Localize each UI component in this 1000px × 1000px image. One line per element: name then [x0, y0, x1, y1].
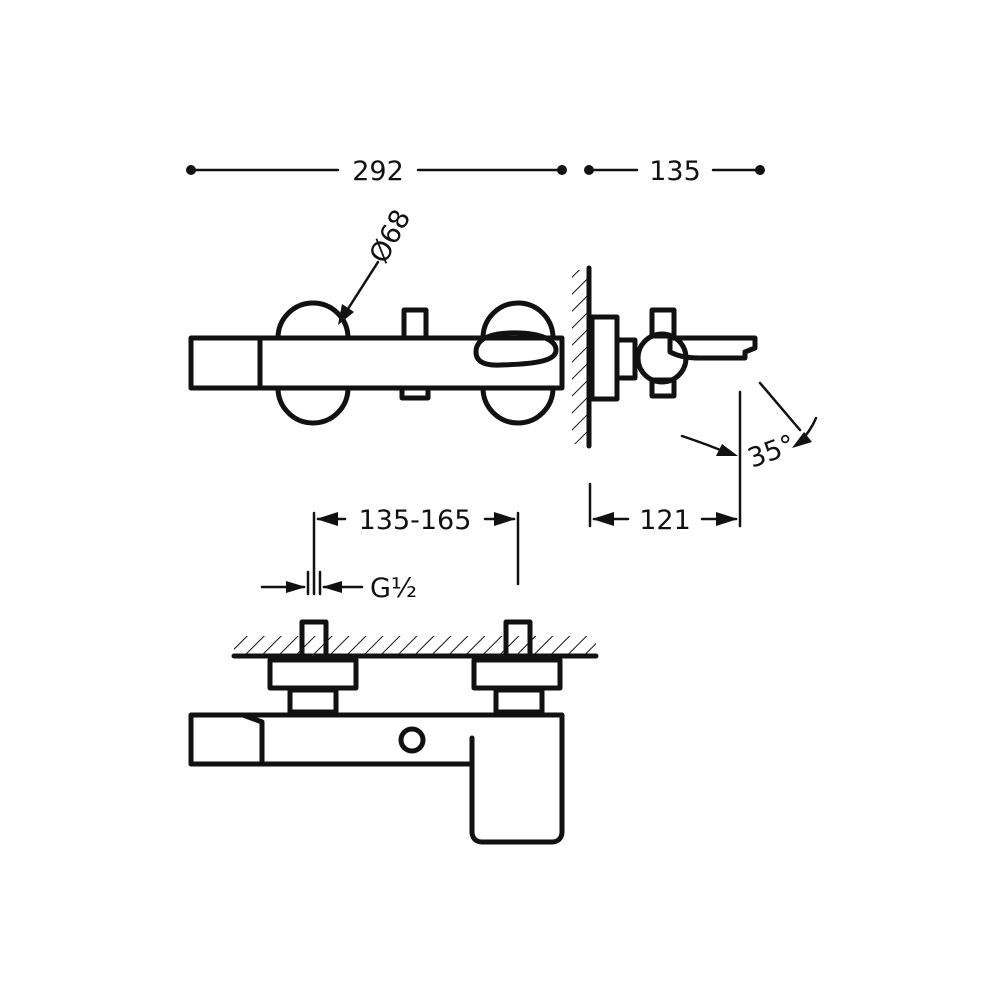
- right-nut: [493, 687, 545, 715]
- wall-hatch: [572, 270, 588, 444]
- diameter-arrow: [338, 304, 354, 325]
- dimension-label-diameter: Ø68: [364, 205, 417, 269]
- angle-arrow-left: [716, 444, 738, 456]
- dimension-arrow: [592, 512, 614, 526]
- dimension-arrow: [716, 512, 738, 526]
- left-handle-circle: [275, 300, 351, 341]
- left-cover: [267, 657, 359, 691]
- spout: [667, 335, 758, 361]
- handle-bevel: [240, 712, 265, 767]
- connector: [614, 337, 638, 381]
- plan-view: 135-165 G½: [188, 505, 599, 845]
- front-view: Ø68: [188, 205, 565, 426]
- angle-line: [758, 381, 802, 432]
- right-inlet-stub: [503, 619, 533, 659]
- side-body-circle: [635, 331, 689, 385]
- dimension-label-135: 135: [649, 156, 701, 187]
- left-nut: [287, 687, 339, 715]
- dimension-label-292: 292: [352, 156, 404, 187]
- dimension-endpoint: [755, 165, 765, 175]
- right-cover: [471, 657, 563, 691]
- left-handle-circle-lower: [275, 385, 351, 426]
- mixer-body: [188, 335, 565, 391]
- dimension-label-thread: G½: [370, 573, 417, 604]
- wall-flange: [589, 314, 620, 402]
- diverter-knob: [401, 307, 429, 341]
- diverter-hole: [398, 726, 426, 754]
- dimension-label-spacing: 135-165: [359, 505, 472, 536]
- dimension-arrow: [322, 581, 342, 593]
- dimension-overall-width: 292: [186, 156, 567, 187]
- right-handle-lever: [473, 330, 559, 368]
- diameter-leader: [344, 260, 380, 314]
- plan-body: [188, 712, 565, 845]
- wall-hatch: [234, 636, 596, 654]
- dimension-arrow: [286, 581, 306, 593]
- dimension-projection: 135: [584, 156, 765, 187]
- side-view: 35° 121: [572, 265, 818, 536]
- left-inlet-stub: [299, 619, 329, 659]
- right-handle-circle: [480, 300, 556, 341]
- dimension-endpoint: [557, 165, 567, 175]
- angle-arrow-right: [792, 432, 812, 448]
- dimension-label-121: 121: [639, 505, 691, 536]
- dimension-label-angle: 35°: [744, 429, 800, 474]
- dimension-arrow: [316, 512, 338, 526]
- dimension-arrow: [494, 512, 516, 526]
- right-handle-circle-lower: [480, 385, 556, 426]
